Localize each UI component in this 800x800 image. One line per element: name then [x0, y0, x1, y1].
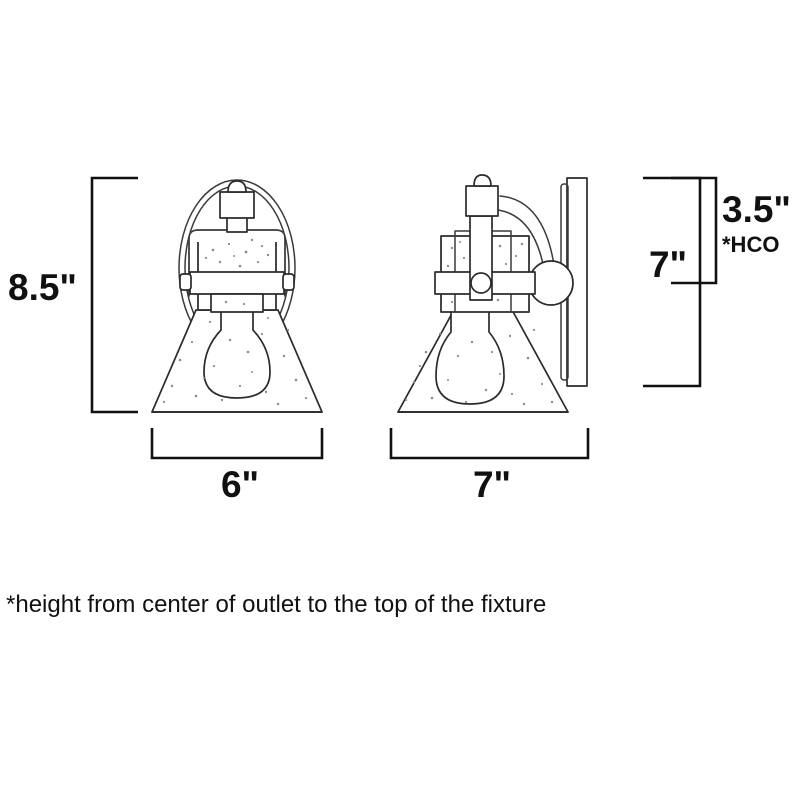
side-finial-loop	[473, 174, 492, 187]
dimension-label-side-height: 7"	[649, 244, 687, 285]
front-view	[151, 179, 323, 413]
dimension-label-hco-note: *HCO	[722, 232, 779, 257]
front-yoke-top-fill	[190, 232, 284, 242]
dimension-label-front-height: 8.5"	[8, 267, 77, 308]
dimension-bracket-front-height	[90, 176, 138, 414]
front-band	[189, 271, 285, 295]
side-glass-specks	[404, 241, 554, 406]
front-thumbscrew-left	[179, 273, 192, 291]
side-bulb	[435, 295, 505, 405]
front-glass-specks	[162, 238, 308, 406]
dimension-bracket-side-width	[389, 428, 590, 460]
front-finial-loop	[227, 180, 247, 193]
dimension-label-side-width: 7"	[473, 464, 511, 505]
front-socket-cap	[219, 191, 255, 219]
side-view	[397, 174, 588, 413]
front-bulb	[203, 299, 271, 399]
side-socket-cap	[465, 185, 499, 217]
footnote: *height from center of outlet to the top…	[6, 591, 546, 618]
front-thumbscrew-right	[282, 273, 295, 291]
front-lower-collar	[210, 293, 264, 313]
dimension-label-front-width: 6"	[221, 464, 259, 505]
dimension-label-hco: 3.5"	[722, 189, 791, 230]
dimension-bracket-hco	[671, 176, 718, 285]
dimension-bracket-front-width	[150, 428, 324, 460]
side-pivot	[470, 272, 492, 294]
